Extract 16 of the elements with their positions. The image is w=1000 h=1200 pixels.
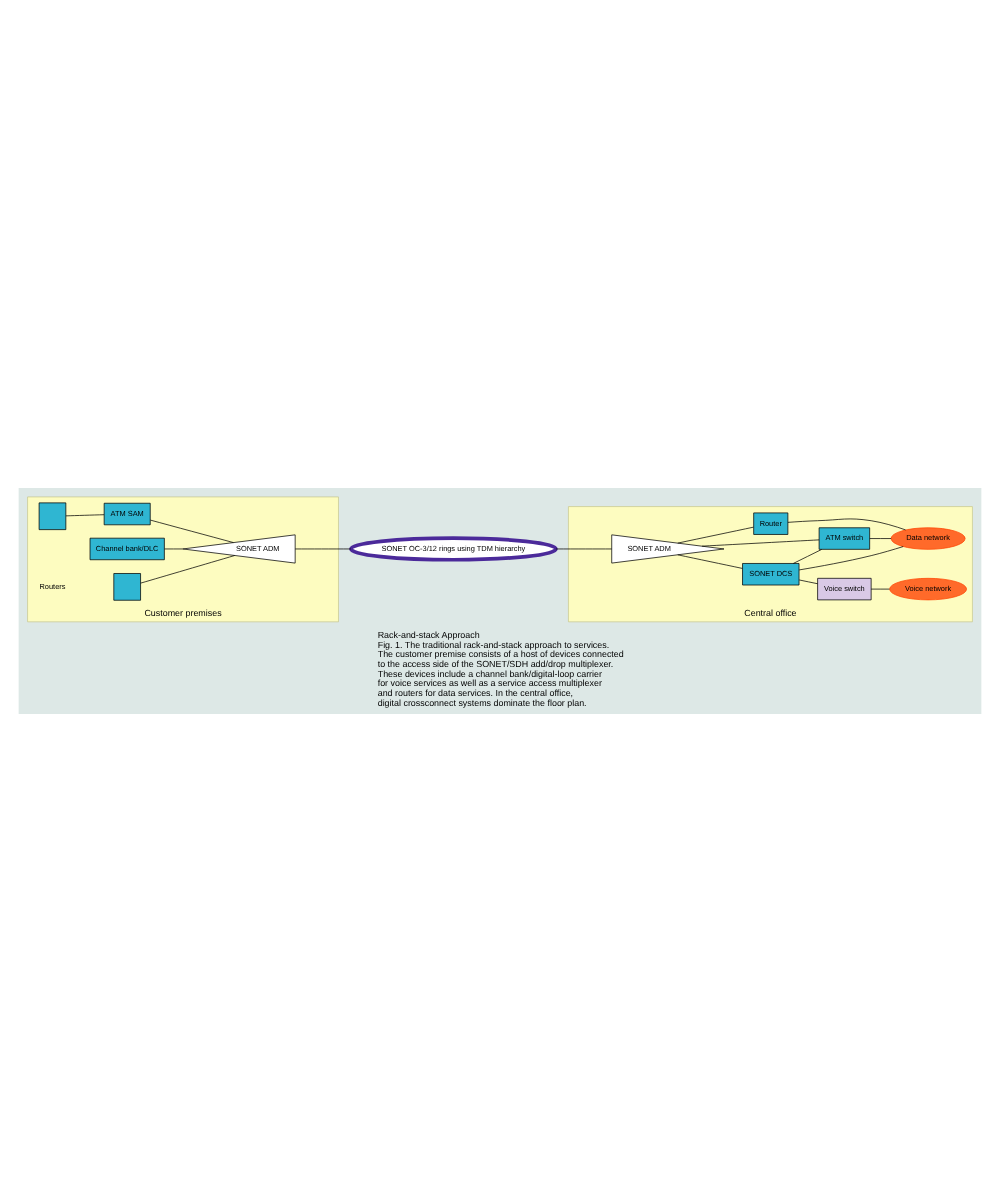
- connector: [65, 513, 105, 516]
- node-box: [113, 572, 141, 600]
- connector: [164, 547, 184, 549]
- connector: [798, 578, 818, 584]
- connector: [677, 553, 743, 568]
- connector: [555, 547, 613, 549]
- connector: [701, 538, 820, 546]
- node-box: [38, 501, 67, 529]
- connector: [798, 545, 904, 570]
- connector: [677, 525, 754, 543]
- connector: [870, 587, 890, 589]
- connector: [793, 548, 822, 563]
- connector: [787, 517, 906, 530]
- connector: [869, 537, 892, 538]
- connector: [140, 554, 236, 583]
- connector: [150, 518, 234, 542]
